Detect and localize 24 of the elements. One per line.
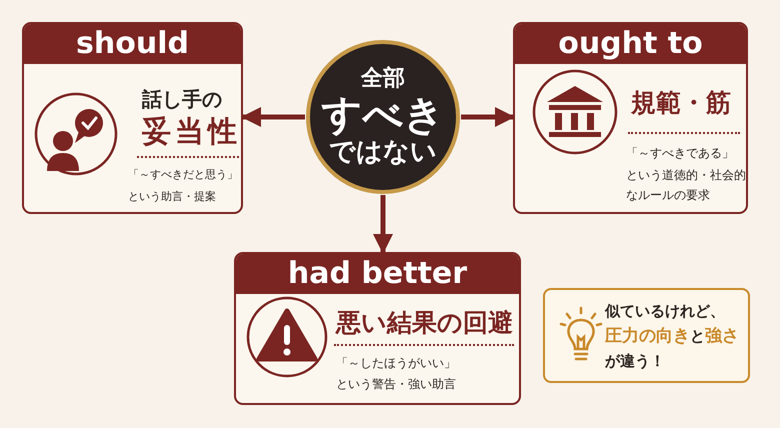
card-title: ought to	[515, 24, 746, 64]
circle-text: 全部	[361, 66, 405, 92]
arrow	[373, 195, 393, 254]
heading: 悪い結果の回避	[336, 307, 513, 339]
tip-text: 似ているけれど、圧力の向きと強さが違う！	[605, 301, 740, 372]
card	[513, 22, 748, 214]
circle-text: すべき	[322, 92, 444, 138]
quote-text: 「～すべきだと思う」	[128, 167, 238, 182]
arrow	[461, 107, 515, 127]
description-text: という助言・提案	[128, 189, 216, 204]
card-title: had better	[236, 254, 519, 294]
heading: 話し手の	[142, 86, 222, 113]
card	[22, 22, 243, 214]
card	[234, 252, 521, 405]
card-title: should	[24, 24, 241, 64]
description-text: という道徳的・社会的なルールの要求	[626, 167, 746, 204]
heading: 規範・筋	[631, 87, 731, 119]
description-text: という警告・強い助言	[336, 376, 456, 393]
arrow	[241, 107, 305, 127]
quote-text: 「～したほうがいい」	[336, 355, 456, 372]
quote-text: 「～すべきである」	[626, 145, 734, 162]
heading: 妥当性	[142, 113, 241, 150]
circle-text: ではない	[329, 138, 437, 168]
tip-box	[543, 288, 750, 383]
